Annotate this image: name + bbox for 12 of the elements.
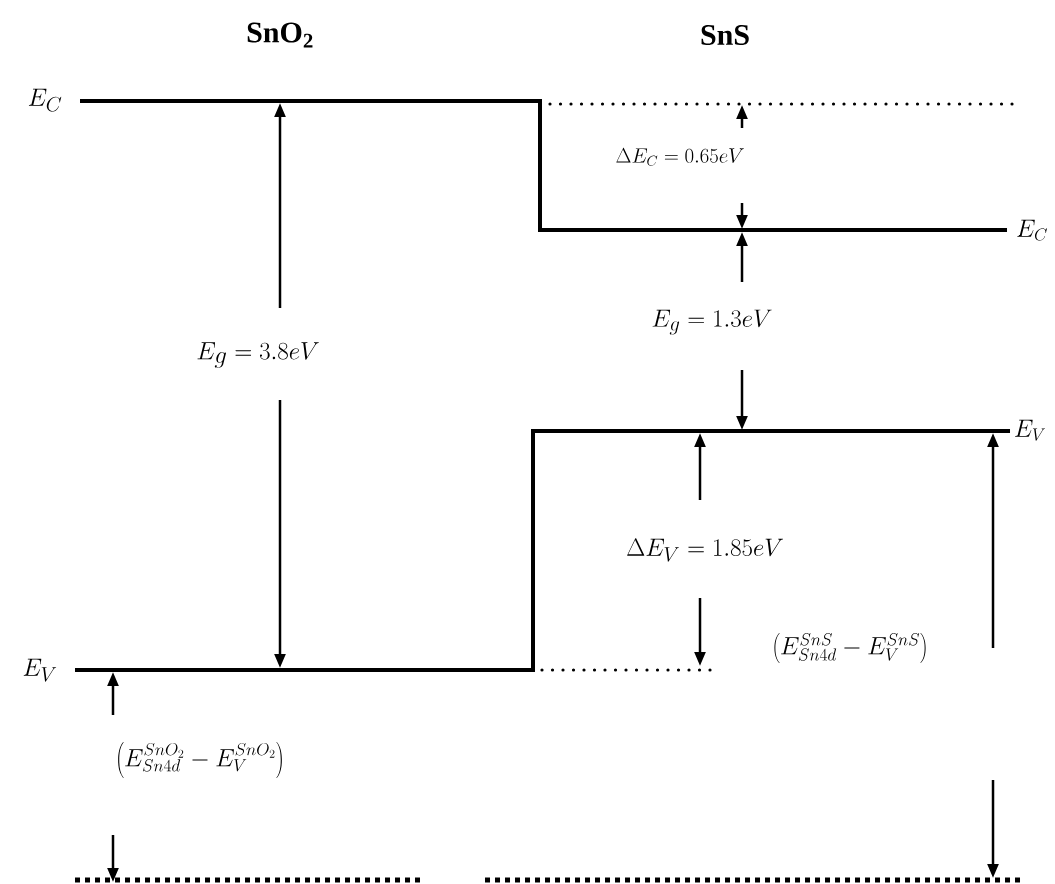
- energy-label: $E_{g} = 1.3eV$: [652, 309, 772, 335]
- energy-label: $\Delta E_{C} = 0.65eV$: [616, 147, 744, 166]
- band-edge-label: $E_{V}$: [1015, 419, 1045, 441]
- energy-label: $\Delta E_{V} = 1.85eV$: [627, 538, 783, 562]
- band-edge-label: $E_{C}$: [28, 88, 62, 112]
- energy-label: $\left(E_{Sn4d}^{SnS} - E_{V}^{SnS}\right)$: [774, 633, 926, 663]
- band-edge-label: $E_{V}$: [23, 658, 57, 682]
- material-heading: SnS: [701, 24, 749, 46]
- energy-label: $E_{g} = 3.8eV$: [197, 342, 319, 369]
- energy-label: $\left(E_{Sn4d}^{SnO_{2}} - E_{V}^{SnO_{2}}\right)$: [118, 742, 282, 778]
- band-edge-label: $E_{C}$: [1017, 219, 1047, 241]
- material-heading: SnO$_{2}$: [247, 22, 313, 48]
